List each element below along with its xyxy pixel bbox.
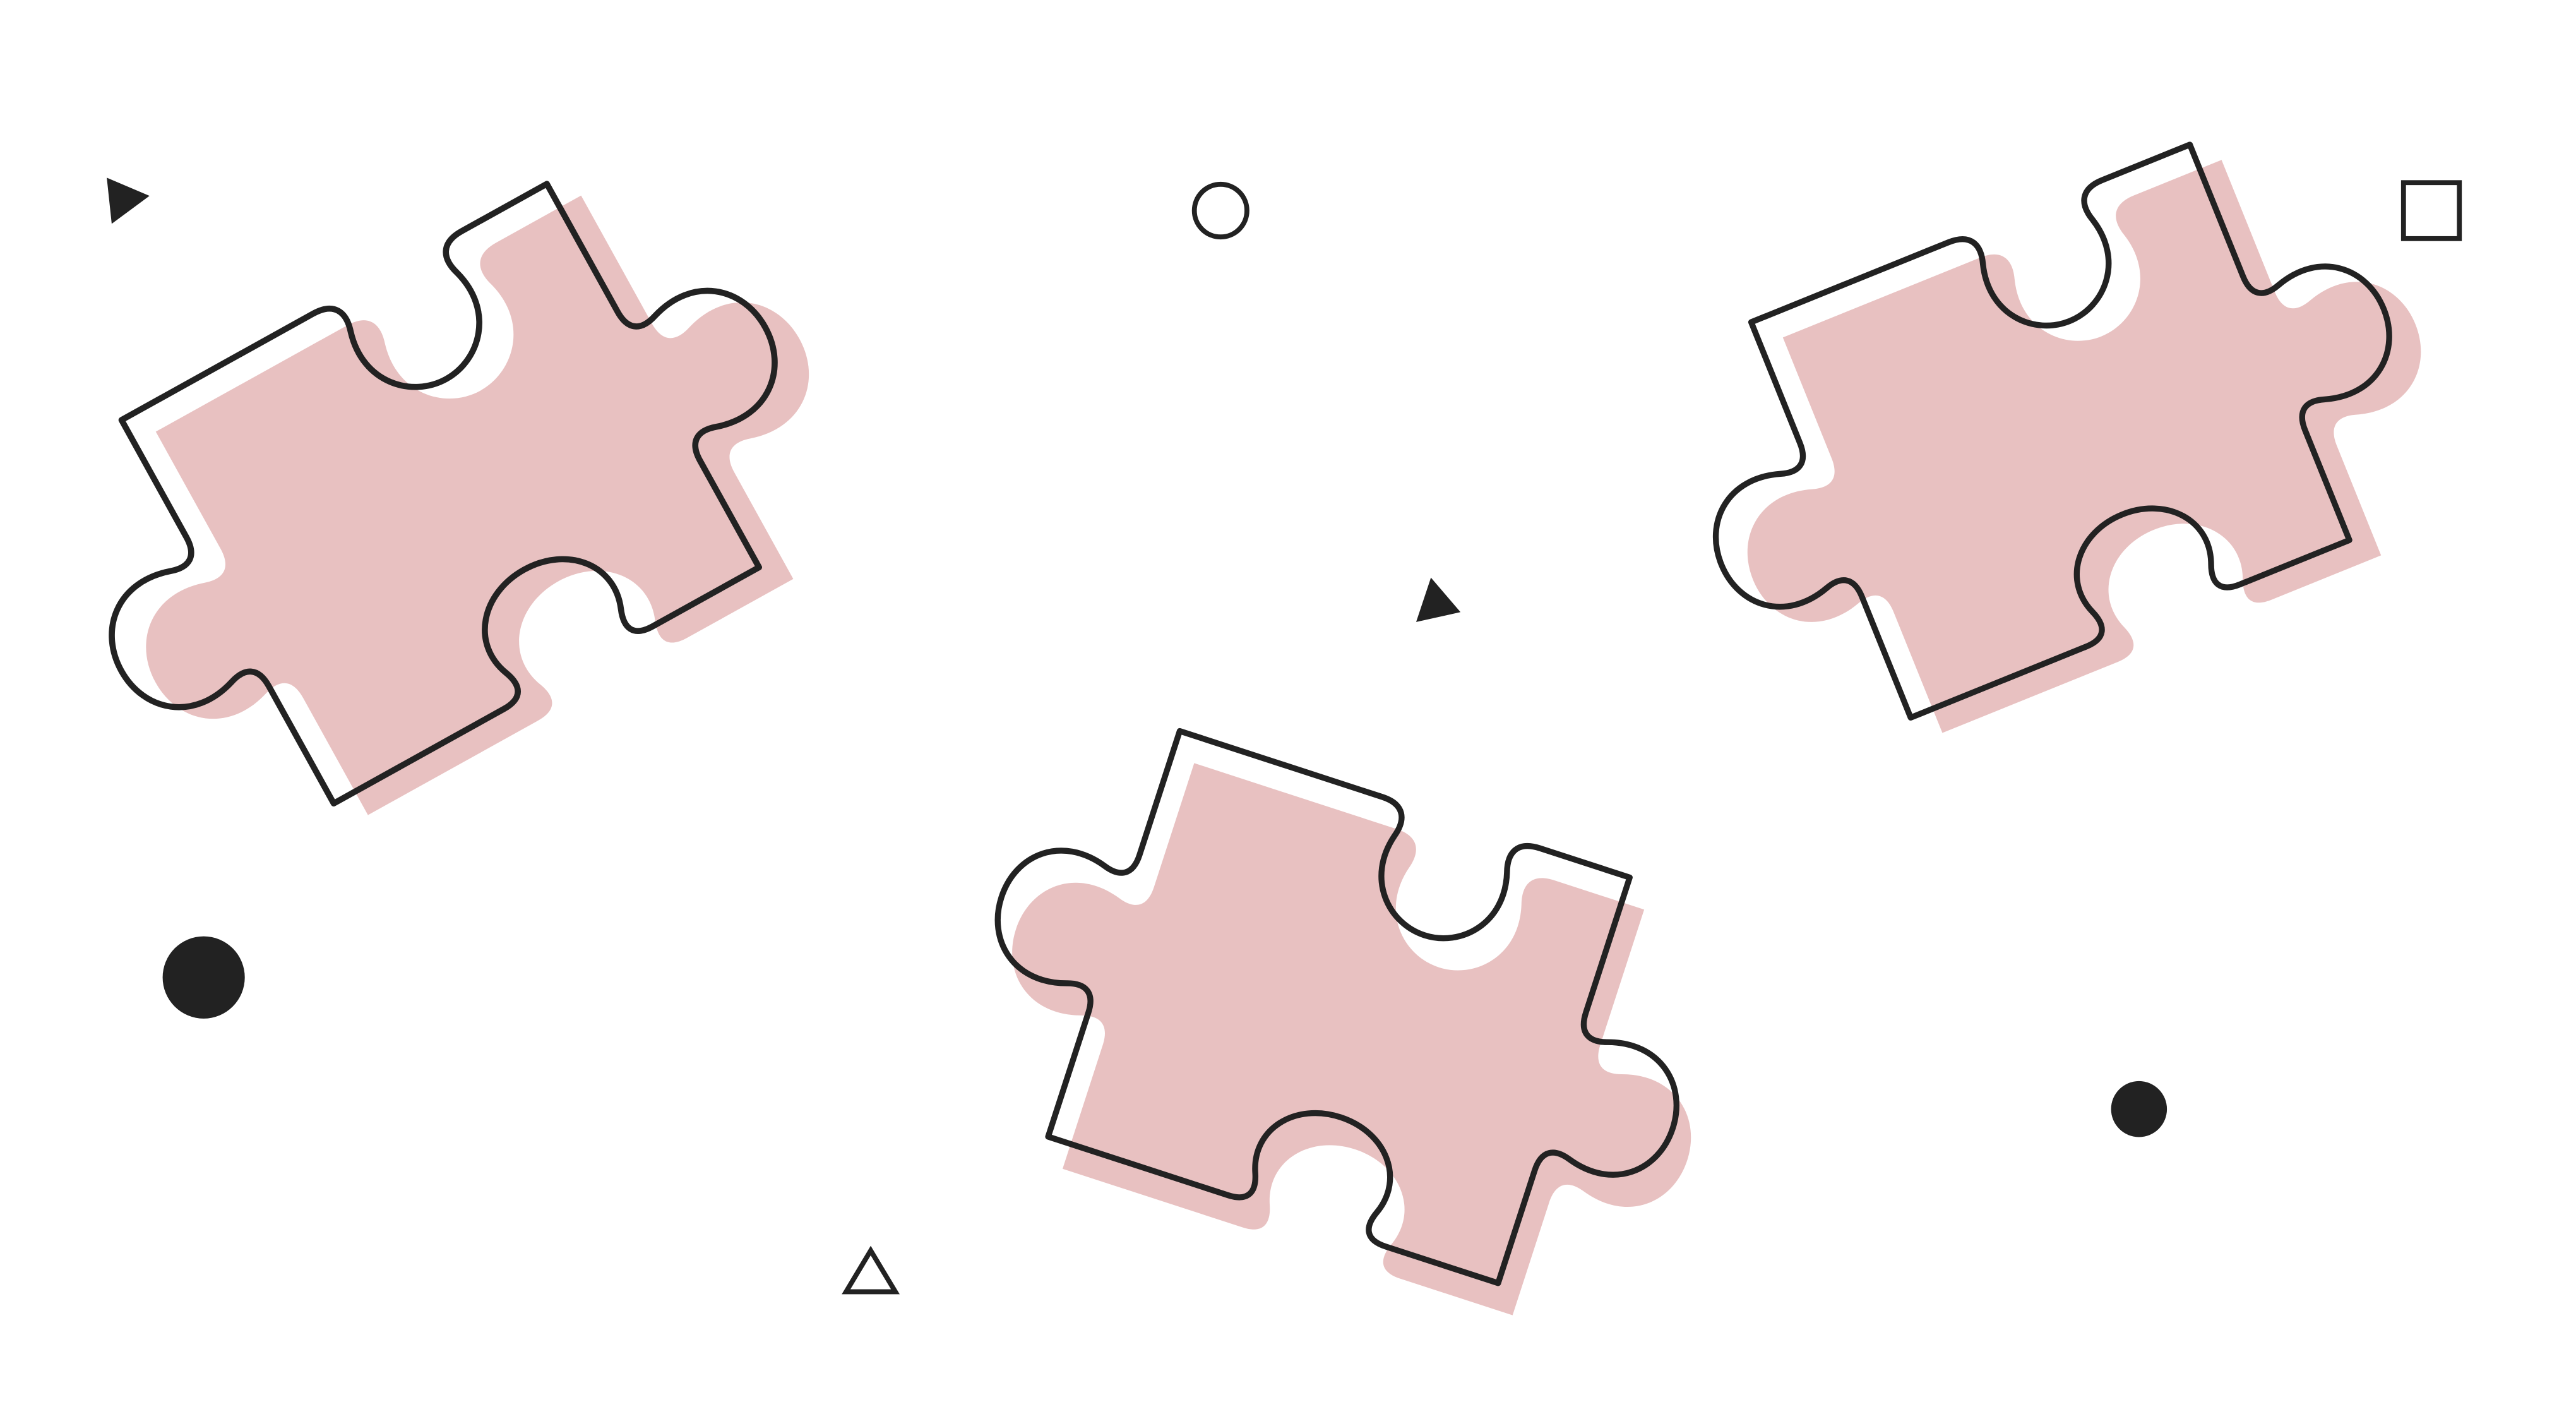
puzzle-piece-shadow bbox=[950, 726, 1757, 1352]
circle-outline-icon bbox=[1191, 181, 1249, 240]
filled-triangle-icon bbox=[1416, 577, 1461, 622]
triangle-outline-icon bbox=[842, 1245, 900, 1295]
square-outline-icon bbox=[2400, 180, 2462, 241]
filled-circle-icon bbox=[162, 936, 245, 1019]
puzzle-piece-bottom-center bbox=[927, 695, 1757, 1352]
puzzle-piece-top-left bbox=[15, 113, 900, 875]
filled-circle-icon bbox=[2111, 1081, 2168, 1137]
puzzle-piece-top-right bbox=[1642, 92, 2491, 777]
filled-triangle-icon bbox=[107, 177, 150, 224]
puzzle-piece-shadow bbox=[49, 136, 900, 875]
puzzle-piece-shadow bbox=[1673, 115, 2491, 777]
